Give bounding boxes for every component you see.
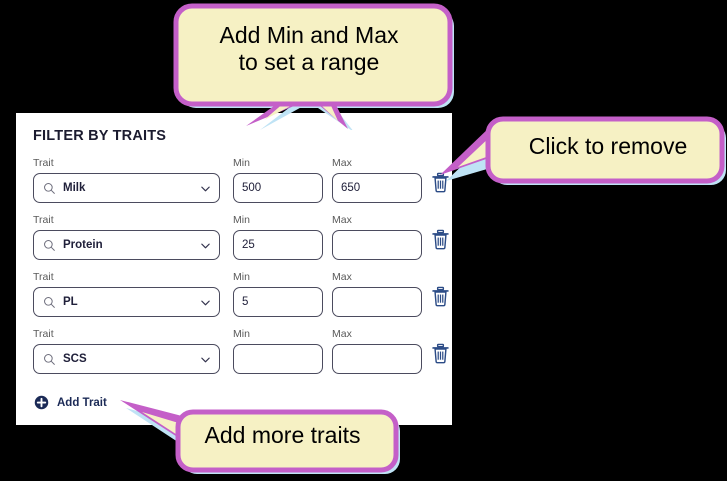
max-label: Max bbox=[332, 328, 352, 340]
search-icon bbox=[44, 296, 55, 308]
remove-trait-button[interactable] bbox=[431, 172, 450, 193]
trait-select-value: Protein bbox=[63, 239, 103, 251]
trait-select[interactable]: Protein bbox=[33, 230, 220, 260]
min-label: Min bbox=[233, 271, 250, 283]
add-trait-label: Add Trait bbox=[57, 396, 107, 409]
max-input[interactable] bbox=[332, 287, 422, 317]
min-input[interactable]: 500 bbox=[233, 173, 323, 203]
trait-field-group: Trait SCS bbox=[33, 328, 220, 374]
min-input[interactable]: 25 bbox=[233, 230, 323, 260]
trait-select-value: SCS bbox=[63, 353, 87, 365]
min-label: Min bbox=[233, 214, 250, 226]
trait-select-value: Milk bbox=[63, 182, 86, 194]
trait-label: Trait bbox=[33, 271, 54, 283]
max-field-group: Max bbox=[332, 214, 422, 260]
max-label: Max bbox=[332, 157, 352, 169]
trait-filter-row: Trait Milk Min 500 Max 650 bbox=[33, 157, 449, 214]
remove-trait-button[interactable] bbox=[431, 286, 450, 307]
max-field-group: Max bbox=[332, 328, 422, 374]
chevron-down-icon bbox=[201, 186, 210, 191]
chevron-down-icon bbox=[201, 300, 210, 305]
trait-field-group: Trait PL bbox=[33, 271, 220, 317]
trait-select[interactable]: PL bbox=[33, 287, 220, 317]
trait-field-group: Trait Milk bbox=[33, 157, 220, 203]
trait-label: Trait bbox=[33, 328, 54, 340]
trait-select-value: PL bbox=[63, 296, 78, 308]
add-trait-button[interactable]: Add Trait bbox=[34, 395, 107, 410]
remove-trait-button[interactable] bbox=[431, 229, 450, 250]
trait-select[interactable]: Milk bbox=[33, 173, 220, 203]
trait-field-group: Trait Protein bbox=[33, 214, 220, 260]
min-label: Min bbox=[233, 157, 250, 169]
min-field-group: Min 25 bbox=[233, 214, 323, 260]
min-field-group: Min bbox=[233, 328, 323, 374]
trait-select[interactable]: SCS bbox=[33, 344, 220, 374]
max-input[interactable] bbox=[332, 230, 422, 260]
min-input[interactable] bbox=[233, 344, 323, 374]
page-title: FILTER BY TRAITS bbox=[33, 128, 167, 144]
search-icon bbox=[44, 353, 55, 365]
trash-icon bbox=[432, 172, 449, 193]
trait-label: Trait bbox=[33, 157, 54, 169]
max-input[interactable]: 650 bbox=[332, 173, 422, 203]
remove-trait-button[interactable] bbox=[431, 343, 450, 364]
trash-icon bbox=[432, 343, 449, 364]
chevron-down-icon bbox=[201, 243, 210, 248]
trait-filter-row: Trait Protein Min 25 Max bbox=[33, 214, 449, 271]
callout-add-more-traits-text: Add more traits bbox=[204, 422, 361, 448]
search-icon bbox=[44, 182, 55, 194]
callout-add-min-max-text: Add Min and Max to set a range bbox=[219, 22, 399, 76]
trash-icon bbox=[432, 229, 449, 250]
max-field-group: Max bbox=[332, 271, 422, 317]
min-field-group: Min 5 bbox=[233, 271, 323, 317]
trait-filter-row: Trait SCS Min Max bbox=[33, 328, 449, 385]
callout-click-to-remove-text: Click to remove bbox=[528, 133, 688, 159]
max-label: Max bbox=[332, 214, 352, 226]
plus-circle-icon bbox=[34, 395, 49, 410]
max-input[interactable] bbox=[332, 344, 422, 374]
chevron-down-icon bbox=[201, 357, 210, 362]
search-icon bbox=[44, 239, 55, 251]
trash-icon bbox=[432, 286, 449, 307]
max-label: Max bbox=[332, 271, 352, 283]
min-input[interactable]: 5 bbox=[233, 287, 323, 317]
min-field-group: Min 500 bbox=[233, 157, 323, 203]
trait-label: Trait bbox=[33, 214, 54, 226]
min-label: Min bbox=[233, 328, 250, 340]
filter-by-traits-card: FILTER BY TRAITS Trait Milk Min 5 bbox=[16, 113, 452, 425]
max-field-group: Max 650 bbox=[332, 157, 422, 203]
trait-filter-row: Trait PL Min 5 Max bbox=[33, 271, 449, 328]
